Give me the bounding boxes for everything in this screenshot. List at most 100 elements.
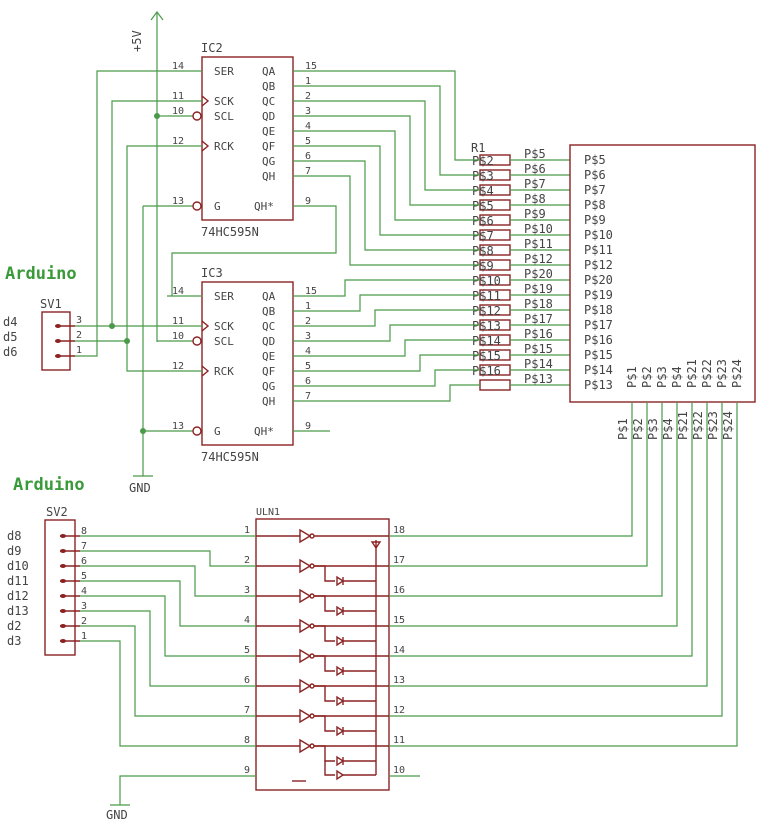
display-pin-label: P$20 [584, 273, 613, 287]
uln-right-pin: 18 [393, 525, 405, 536]
display-top-pin-label: P$24 [730, 359, 744, 388]
r1-left-label: P$12 [472, 304, 501, 318]
ic3-pin-6: 6 [305, 376, 311, 387]
sv1-signal-d6: d6 [3, 345, 17, 359]
route-wire [330, 85, 480, 176]
route-wire [330, 279, 480, 297]
ic-control-wiring [75, 70, 337, 434]
sv2-pin-dot [60, 564, 66, 568]
sv1-name: SV1 [40, 297, 62, 311]
ic3-lbl-qhs: QH* [254, 425, 274, 438]
route-wire [330, 70, 480, 161]
sv1-header: Arduino SV1 3 2 1 d4 d5 d6 [3, 264, 82, 371]
ic2-pin-11: 11 [172, 91, 184, 102]
display-bottom-pin-label: P$3 [646, 418, 660, 440]
uln-diode [336, 665, 345, 677]
ic2-lbl-qg: QG [262, 155, 275, 168]
r1-right-label: P$13 [524, 372, 553, 386]
display-bottom-pin-label: P$23 [706, 411, 720, 440]
ic2-lbl-sck: SCK [214, 95, 234, 108]
uln-buffer [299, 558, 312, 574]
r1-right-label: P$7 [524, 177, 546, 191]
uln-out-line [314, 715, 335, 732]
r1-left-label: P$5 [472, 199, 494, 213]
r1-right-label: P$15 [524, 342, 553, 356]
display-pin-label: P$15 [584, 348, 613, 362]
uln-diode [370, 541, 382, 550]
display-pin-label: P$11 [584, 243, 613, 257]
route-wire [330, 294, 480, 312]
sv2-name: SV2 [46, 505, 68, 519]
ic3-pin-15: 15 [305, 286, 317, 297]
vcc-label: +5V [130, 30, 144, 52]
display-block: P$5P$6P$7P$8P$9P$10P$11P$12P$20P$19P$18P… [569, 144, 756, 440]
ic2-pin-1: 1 [305, 76, 311, 87]
display-top-pin-label: P$2 [640, 366, 654, 388]
ic2-pin-12: 12 [172, 136, 184, 147]
ic2-pin-9: 9 [305, 196, 311, 207]
display-bottom-pin-label: P$21 [676, 411, 690, 440]
uln-left-pin: 2 [244, 555, 250, 566]
r1-left-label: P$10 [472, 274, 501, 288]
route-wire [330, 175, 480, 266]
route-wire [330, 309, 480, 327]
ic2-lbl-qd: QD [262, 110, 275, 123]
r1-left-label: P$4 [472, 184, 494, 198]
sv1-pin-3: 3 [76, 315, 82, 326]
sv2-pin-number: 3 [81, 601, 87, 612]
r1-right-label: P$12 [524, 252, 553, 266]
sv2-signal-label: d10 [7, 559, 29, 573]
uln-bubble [309, 593, 315, 599]
ic2-lbl-qf: QF [262, 140, 275, 153]
uln-to-display-wire [420, 420, 648, 567]
ic3-lbl-g: G [214, 425, 221, 438]
uln-out-line [314, 565, 335, 582]
ic3-lbl-qd: QD [262, 335, 275, 348]
uln-to-display-wire [420, 420, 693, 657]
route-wire [330, 145, 480, 236]
ic3-pin-7: 7 [305, 391, 311, 402]
gnd-rail-top: GND [129, 206, 153, 495]
ic3-value: 74HC595N [201, 450, 259, 464]
sv1-pin-2: 2 [76, 330, 82, 341]
uln-left-pin: 6 [244, 675, 250, 686]
uln-diode [336, 605, 345, 617]
r1-left-label: P$3 [472, 169, 494, 183]
display-pin-label: P$8 [584, 198, 606, 212]
r1-left-label: P$15 [472, 349, 501, 363]
sv2-to-uln-wire [80, 565, 228, 597]
ic2-lbl-qa: QA [262, 65, 276, 78]
uln-left-pin: 4 [244, 615, 250, 626]
uln-right-pin: 15 [393, 615, 405, 626]
ic3-pin-12: 12 [172, 361, 184, 372]
uln-right-pin: 16 [393, 585, 405, 596]
route-wire [330, 115, 480, 206]
display-pin-label: P$18 [584, 303, 613, 317]
display-pin-label: P$9 [584, 213, 606, 227]
r1-right-label: P$5 [524, 147, 546, 161]
ic2-lbl-g: G [214, 200, 221, 213]
r1-left-label: P$6 [472, 214, 494, 228]
display-top-pin-label: P$4 [670, 366, 684, 388]
sv1-pin-1: 1 [76, 345, 82, 356]
sv2-to-uln-wire [80, 580, 228, 627]
r1-right-label: P$11 [524, 237, 553, 251]
display-top-pin-label: P$3 [655, 366, 669, 388]
uln-to-display-wiring [420, 420, 738, 747]
display-pin-label: P$5 [584, 153, 606, 167]
sv2-signal-label: d8 [7, 529, 21, 543]
uln-to-display-wire [420, 420, 678, 627]
arduino-label-1: Arduino [5, 264, 77, 284]
r1-right-label: P$14 [524, 357, 553, 371]
sv2-to-uln-wire [80, 610, 228, 687]
r1-right-label: P$8 [524, 192, 546, 206]
sv2-signal-label: d12 [7, 589, 29, 603]
uln-bubble [309, 653, 315, 659]
sv2-signal-label: d11 [7, 574, 29, 588]
display-bottom-pin-label: P$24 [721, 411, 735, 440]
ic2-pin-14: 14 [172, 61, 184, 72]
vcc-rail: +5V [130, 11, 164, 342]
uln-buffer [299, 678, 312, 694]
ic2-lbl-rck: RCK [214, 140, 234, 153]
